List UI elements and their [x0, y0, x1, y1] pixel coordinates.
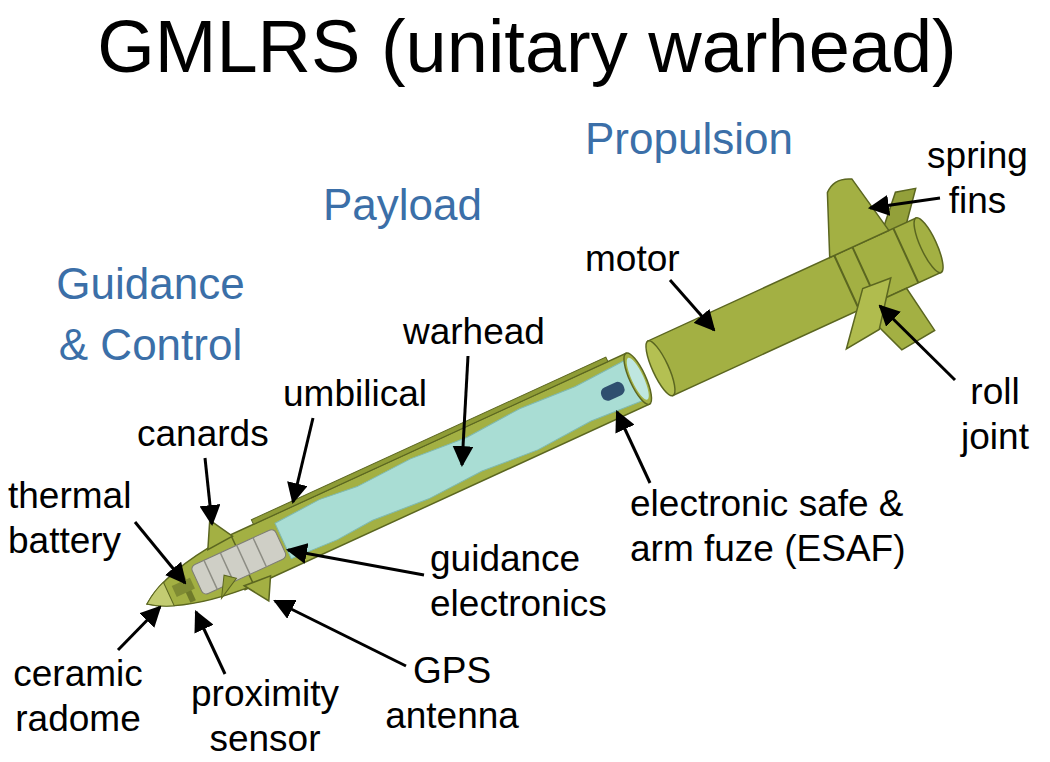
section-heading: Payload — [323, 177, 563, 232]
part-label: ceramic radome — [3, 651, 153, 741]
esaf-fuze — [599, 380, 627, 403]
part-label: spring fins — [910, 133, 1045, 223]
motor-tail — [909, 215, 949, 276]
leader-line — [288, 550, 424, 575]
part-label: warhead — [403, 309, 583, 354]
part-label: thermal battery — [8, 473, 178, 563]
part-label: electronic safe & arm fuze (ESAF) — [630, 481, 930, 571]
motor-casing — [648, 218, 941, 396]
canard — [244, 574, 279, 607]
leader-line — [670, 280, 714, 330]
spring-fin — [826, 276, 910, 349]
leader-line — [462, 356, 468, 465]
leader-line — [275, 601, 406, 666]
canard — [197, 514, 233, 549]
canard — [213, 571, 241, 598]
leader-line — [880, 306, 955, 380]
part-label: canards — [137, 411, 307, 456]
spring-fin — [802, 170, 889, 257]
leader-line — [135, 522, 185, 583]
leader-line — [196, 612, 225, 674]
diagram-title: GMLRS (unitary warhead) — [2, 10, 1050, 84]
part-label: motor — [585, 236, 725, 281]
leader-line — [205, 458, 212, 524]
part-label: guidance electronics — [430, 536, 650, 626]
leader-line — [293, 418, 313, 502]
rocket — [107, 153, 975, 680]
casing-opening — [623, 355, 653, 402]
guidance-electronics — [190, 528, 287, 595]
leader-line — [118, 607, 160, 650]
part-label: proximity sensor — [175, 671, 355, 761]
section-heading: Propulsion — [585, 111, 905, 166]
part-label: umbilical — [283, 371, 463, 416]
leader-line — [870, 198, 940, 208]
part-label: roll joint — [945, 369, 1045, 459]
motor-front — [641, 338, 681, 399]
section-heading: Guidance & Control — [43, 254, 258, 375]
warhead-fill — [274, 360, 643, 562]
leader-line — [617, 412, 650, 483]
part-label: GPS antenna — [372, 648, 532, 738]
